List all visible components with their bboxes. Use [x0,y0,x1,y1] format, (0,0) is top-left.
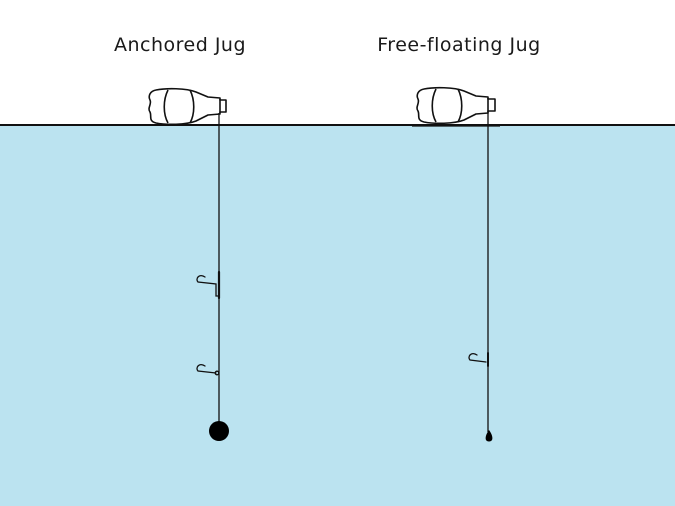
free-floating-jug-bottle-icon [416,86,496,125]
anchored-jug-bottle-icon [148,87,227,126]
free-floating-sinker-icon [485,430,493,442]
anchored-jug-caption: Anchored Jug [113,34,247,56]
anchor-weight-icon [209,421,229,441]
water [0,125,675,506]
free-floating-hook-icon [468,352,489,367]
free-floating-jug-caption: Free-floating Jug [377,34,541,56]
anchored-hook-lower-icon [196,364,220,376]
anchored-hook-upper-icon [196,270,221,300]
